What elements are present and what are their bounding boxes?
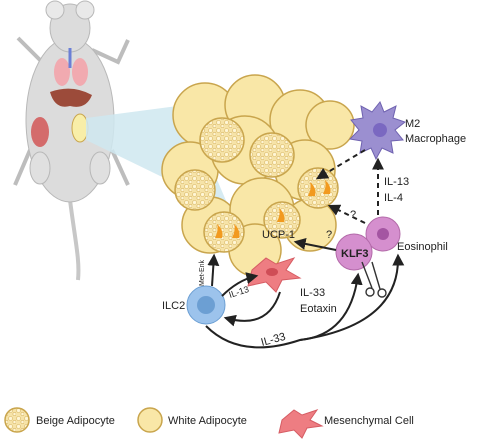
ilc2-cell bbox=[186, 285, 226, 325]
signaling-arrows bbox=[205, 149, 405, 349]
scissors-icon bbox=[361, 261, 387, 298]
arrow-ilc2-met-enk bbox=[207, 253, 220, 287]
legend-mesenchymal-label: Mesenchymal Cell bbox=[324, 415, 414, 427]
mouse-illustration bbox=[13, 0, 130, 281]
macrophage-label: Macrophage bbox=[405, 133, 466, 145]
m2-macrophage-cell bbox=[348, 101, 407, 161]
il4-label: IL-4 bbox=[384, 192, 403, 204]
arrow-macrophage-to-adipocyte bbox=[315, 149, 366, 180]
arrow-klf3-to-ucp1 bbox=[293, 237, 337, 251]
legend-beige-icon bbox=[4, 407, 30, 433]
eosinophil-label: Eosinophil bbox=[397, 241, 448, 253]
il13-right-label: IL-13 bbox=[384, 176, 409, 188]
klf3-label: KLF3 bbox=[341, 248, 369, 260]
m2-label: M2 bbox=[405, 118, 420, 130]
arrow-eosinophil-to-adipocyte bbox=[327, 204, 366, 224]
ilc2-label: ILC2 bbox=[162, 300, 185, 312]
il33-right-label: IL-33 bbox=[300, 287, 325, 299]
legend-mesenchymal-icon bbox=[278, 409, 324, 439]
legend-beige-label: Beige Adipocyte bbox=[36, 415, 115, 427]
eotaxin-label: Eotaxin bbox=[300, 303, 337, 315]
thermogenesis-flame-icon bbox=[215, 180, 331, 238]
legend: Beige Adipocyte White Adipocyte Mesenchy… bbox=[4, 407, 414, 439]
legend-white-label: White Adipocyte bbox=[168, 415, 247, 427]
question-lower-label: ? bbox=[326, 229, 332, 241]
eosinophil-klf3-cell bbox=[335, 233, 373, 271]
adipocyte-cluster bbox=[161, 74, 355, 277]
question-upper-label: ? bbox=[350, 209, 356, 221]
legend-white-icon bbox=[137, 407, 163, 433]
arrow-ilc2-il13-to-mesenchymal bbox=[221, 272, 259, 297]
eosinophil-cell bbox=[365, 216, 401, 252]
ucp1-label: UCP-1 bbox=[262, 229, 295, 241]
arrow-mesenchymal-il33-to-ilc2 bbox=[223, 291, 281, 327]
mesenchymal-cell bbox=[247, 257, 302, 293]
il13-left-label: IL-13 bbox=[228, 284, 251, 300]
arrow-loop-to-eosinophil bbox=[299, 253, 405, 341]
met-enk-label: Met-Enk bbox=[199, 259, 206, 286]
